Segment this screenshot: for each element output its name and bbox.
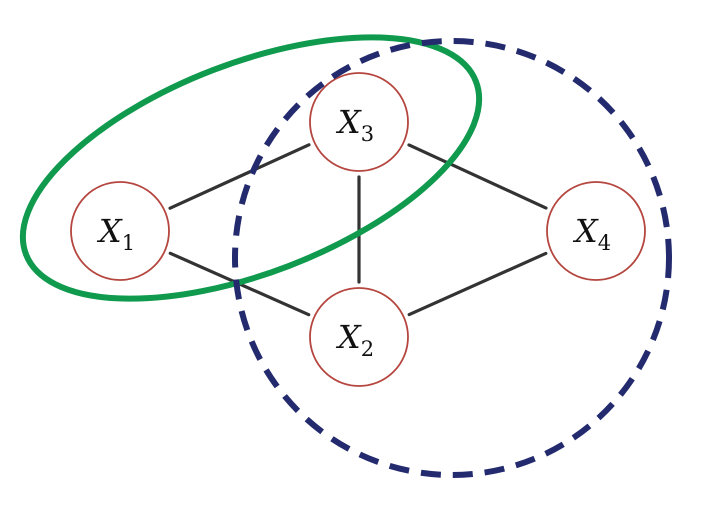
node-x2-label: X2 bbox=[335, 318, 374, 361]
green-clique-outline bbox=[19, 34, 483, 302]
edge-x1-x3 bbox=[168, 143, 311, 210]
node-x3[interactable]: X3 bbox=[309, 72, 409, 172]
node-x4[interactable]: X4 bbox=[546, 181, 646, 281]
node-x3-label: X3 bbox=[335, 103, 374, 146]
cliques-layer bbox=[19, 34, 672, 478]
node-x1-label: X1 bbox=[96, 212, 135, 255]
node-x4-label: X4 bbox=[572, 212, 611, 255]
blue-clique-outline bbox=[232, 38, 672, 478]
edges-layer bbox=[168, 143, 548, 317]
node-x1-circle bbox=[70, 181, 170, 281]
node-x2-circle bbox=[309, 287, 409, 387]
node-x2[interactable]: X2 bbox=[309, 287, 409, 387]
node-x4-circle bbox=[546, 181, 646, 281]
node-x3-circle bbox=[309, 72, 409, 172]
edge-x2-x4 bbox=[407, 251, 548, 317]
edge-x3-x4 bbox=[407, 143, 548, 210]
node-x1[interactable]: X1 bbox=[70, 181, 170, 281]
